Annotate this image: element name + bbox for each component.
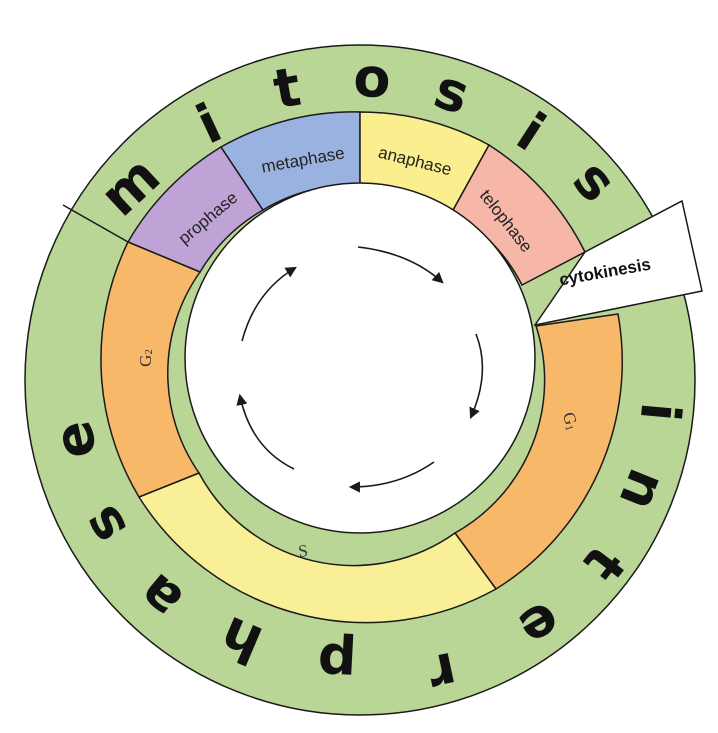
interphase-letter-p: p [316, 631, 358, 696]
arrow-right [469, 333, 484, 420]
label-g1-sub: 1 [562, 424, 575, 432]
label-g2-main: G [136, 355, 155, 367]
phase-ring [100, 111, 703, 624]
label-g1: G1 [559, 410, 582, 432]
segment-g2 [100, 241, 202, 498]
label-g1-main: G [560, 410, 582, 427]
arrow-left [236, 393, 295, 470]
interphase-letter-i: i [628, 400, 692, 424]
arrow-top-left [241, 266, 297, 342]
mitosis-letter-o: o [352, 46, 391, 110]
arrow-top-right [357, 246, 444, 284]
cycle-arrows [236, 246, 484, 493]
outer-ring-divider-left [62, 204, 129, 243]
segment-cytokinesis [533, 199, 703, 327]
label-g2-sub: 2 [143, 349, 155, 355]
label-s: S [297, 541, 309, 561]
arrow-bottom [348, 461, 435, 493]
label-g2: G2 [136, 349, 156, 367]
inner-circle [184, 182, 536, 534]
